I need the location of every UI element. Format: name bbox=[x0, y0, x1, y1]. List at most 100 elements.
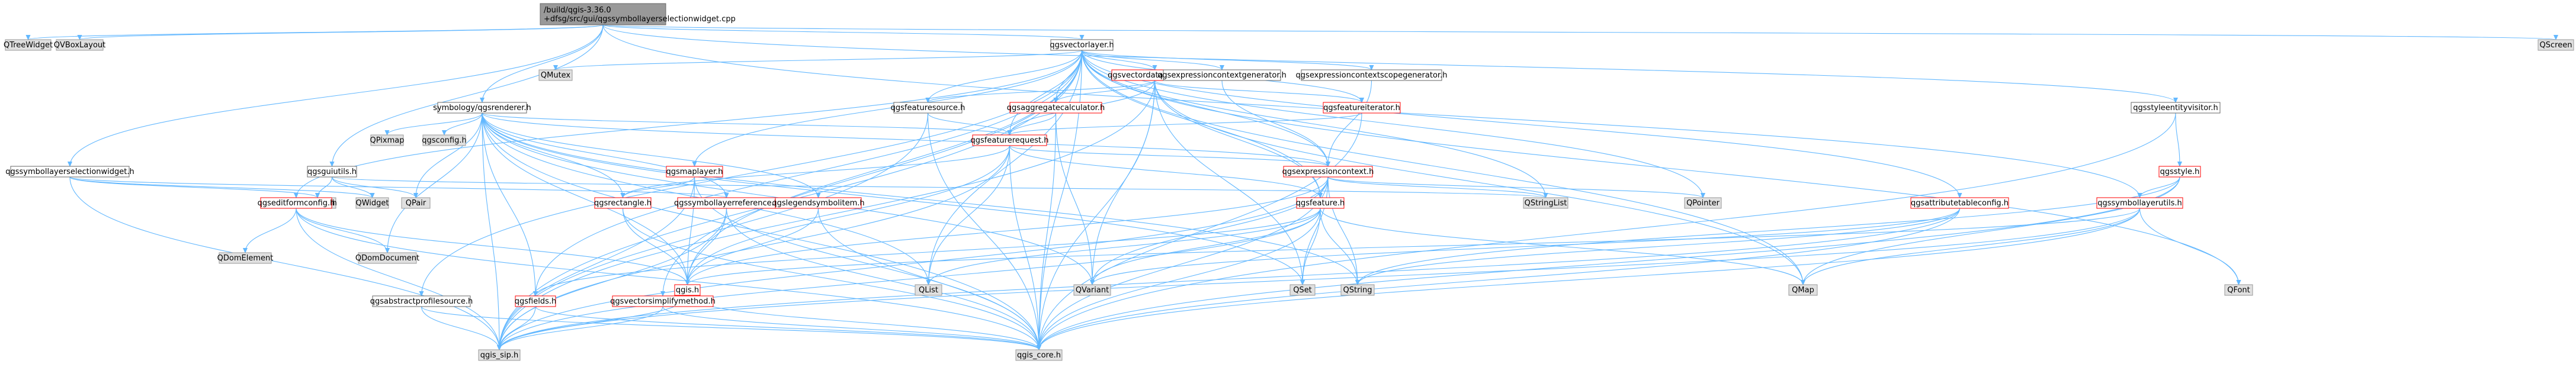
edge-qgsvectorlayer-to-qgsvectorsimplifymethod bbox=[663, 50, 1083, 296]
edge-qgsexpressioncontextgenerator-to-qgsexpressioncontext bbox=[1221, 80, 1328, 166]
node-qvariant: QVariant bbox=[1073, 284, 1111, 296]
edge-qgsabstractprofilesource-to-qgis_core bbox=[421, 306, 1040, 350]
node-qscreen: QScreen bbox=[2537, 39, 2574, 51]
edge-qgsexpressioncontextscopegenerator-to-qgsexpressioncontext bbox=[1328, 80, 1372, 166]
edge-qgssymbollayerutils-to-qgis_core bbox=[1039, 208, 2141, 350]
edge-root-to-symbology_qgsrenderer bbox=[482, 24, 604, 102]
node-box bbox=[674, 284, 701, 296]
node-label: qgsstyleentityvisitor.h bbox=[2133, 104, 2218, 112]
edge-qgsvectorlayer-to-qmutex bbox=[556, 50, 1083, 70]
edge-qgslegendsymbolitem-to-qgis_core bbox=[817, 208, 1040, 350]
edge-symbology_qgsrenderer-to-qgis_core bbox=[482, 112, 1039, 350]
edge-qgsvectordataprovider-to-qgsfeature bbox=[1154, 80, 1321, 198]
node-label: QString bbox=[1343, 286, 1372, 295]
node-label: QList bbox=[919, 286, 938, 295]
edge-symbology_qgsrenderer-to-qgsfeaturerequest bbox=[482, 112, 1010, 135]
node-qgis[interactable]: qgis.h bbox=[674, 284, 701, 296]
node-qgsabstractprofilesource[interactable]: qgsabstractprofilesource.h bbox=[370, 295, 473, 307]
node-box bbox=[538, 69, 573, 81]
nodes-layer: /build/qgis-3.36.0+dfsg/src/gui/qgssymbo… bbox=[4, 3, 2574, 361]
node-symbology_qgsrenderer[interactable]: symbology/qgsrenderer.h bbox=[433, 102, 531, 114]
edge-qgsattributetableconfig-to-qvariant bbox=[1092, 208, 1961, 285]
edge-qgsvectorsimplifymethod-to-qgis_sip bbox=[499, 306, 663, 350]
node-label: qgsmaplayer.h bbox=[666, 167, 723, 176]
node-qgssymbollayerselectionwidget[interactable]: qgssymbollayerselectionwidget.h bbox=[5, 166, 134, 178]
node-qgsexpressioncontext[interactable]: qgsexpressioncontext.h bbox=[1282, 166, 1374, 178]
edge-qgsattributetableconfig-to-qgis_sip bbox=[499, 208, 1961, 350]
node-qgsvectorsimplifymethod[interactable]: qgsvectorsimplifymethod.h bbox=[610, 295, 716, 307]
node-box bbox=[370, 134, 404, 146]
node-qset: QSet bbox=[1289, 284, 1316, 296]
node-label: qgsfeature.h bbox=[1296, 199, 1345, 208]
node-label: QVariant bbox=[1076, 286, 1109, 295]
node-qgsfeaturerequest[interactable]: qgsfeaturerequest.h bbox=[971, 134, 1049, 146]
node-box bbox=[307, 166, 357, 178]
node-qgsattributetableconfig[interactable]: qgsattributetableconfig.h bbox=[1910, 197, 2009, 209]
node-box bbox=[437, 102, 527, 114]
node-qgsvectorlayer[interactable]: qgsvectorlayer.h bbox=[1050, 39, 1114, 51]
edge-qgsaggregatecalculator-to-qgsfeaturerequest bbox=[1010, 112, 1057, 135]
edge-root-to-qtreewidget bbox=[28, 24, 604, 40]
edge-qgsfields-to-qgis_sip bbox=[499, 306, 536, 350]
node-box bbox=[219, 252, 272, 264]
node-qgsexpressioncontextscopegenerator[interactable]: qgsexpressioncontextscopegenerator.h bbox=[1296, 69, 1448, 81]
edge-qgsvectorlayer-to-qgsabstractprofilesource bbox=[422, 50, 1083, 296]
node-label: QPixmap bbox=[370, 136, 405, 145]
node-qgsstyleentityvisitor[interactable]: qgsstyleentityvisitor.h bbox=[2131, 102, 2221, 114]
node-qgsfeaturesource[interactable]: qgsfeaturesource.h bbox=[891, 102, 965, 114]
node-qgsfeature[interactable]: qgsfeature.h bbox=[1296, 197, 1345, 209]
node-label: QPointer bbox=[1686, 199, 1720, 208]
edge-qgsfeatureiterator-to-qgis_core bbox=[1039, 112, 1362, 350]
node-label: QMap bbox=[1792, 286, 1814, 295]
node-qstringlist: QStringList bbox=[1523, 197, 1568, 209]
edge-qgsstyle-to-qgssymbollayerutils bbox=[2140, 176, 2180, 198]
node-qmutex: QMutex bbox=[538, 69, 573, 81]
node-qgsexpressioncontextgenerator[interactable]: qgsexpressioncontextgenerator.h bbox=[1157, 69, 1287, 81]
node-qgsrectangle[interactable]: qgsrectangle.h bbox=[594, 197, 652, 209]
node-qgsguiutils[interactable]: qgsguiutils.h bbox=[307, 166, 357, 178]
node-qgslegendsymbolitem[interactable]: qgslegendsymbolitem.h bbox=[772, 197, 865, 209]
node-label: symbology/qgsrenderer.h bbox=[433, 104, 531, 112]
node-label: qgssymbollayerreference.h bbox=[674, 199, 779, 208]
root-file-label-line: /build/qgis-3.36.0 bbox=[544, 6, 611, 15]
node-box bbox=[893, 102, 963, 114]
edge-symbology_qgsrenderer-to-qgsexpressioncontext bbox=[482, 112, 1328, 166]
edge-qgsfeature-to-qmap bbox=[1320, 208, 1803, 285]
node-box bbox=[1788, 284, 1818, 296]
node-label: qgis_sip.h bbox=[480, 351, 518, 360]
edge-qgsabstractprofilesource-to-qgis_sip bbox=[421, 306, 500, 350]
node-qgsstyle[interactable]: qgsstyle.h bbox=[2158, 166, 2201, 178]
edge-qgsvectordataprovider-to-qset bbox=[1154, 80, 1303, 285]
edge-qgsstyleentityvisitor-to-qgsstyle bbox=[2175, 112, 2180, 166]
edge-symbology_qgsrenderer-to-qgslegendsymbolitem bbox=[482, 112, 819, 198]
node-box bbox=[1073, 284, 1111, 296]
node-box bbox=[594, 197, 652, 209]
node-label: QPair bbox=[406, 199, 426, 208]
node-box bbox=[260, 197, 332, 209]
node-box bbox=[1323, 102, 1401, 114]
node-label: QWidget bbox=[355, 199, 389, 208]
node-qgsfields[interactable]: qgsfields.h bbox=[515, 295, 556, 307]
node-qgsfeatureiterator[interactable]: qgsfeatureiterator.h bbox=[1323, 102, 1401, 114]
node-box bbox=[915, 284, 942, 296]
edge-root-to-qgsstyleentityvisitor bbox=[602, 24, 2176, 102]
node-box bbox=[1296, 197, 1345, 209]
edge-root-to-qgssymbollayerselectionwidget bbox=[70, 24, 604, 166]
node-qgsmaplayer[interactable]: qgsmaplayer.h bbox=[666, 166, 723, 178]
node-qgssymbollayerreference[interactable]: qgssymbollayerreference.h bbox=[674, 197, 779, 209]
node-qgsaggregatecalculator[interactable]: qgsaggregatecalculator.h bbox=[1007, 102, 1105, 114]
edge-root-to-qgsvectorlayer bbox=[602, 24, 1082, 40]
node-box bbox=[515, 295, 556, 307]
node-box bbox=[2158, 166, 2201, 178]
node-label: qgsattributetableconfig.h bbox=[1911, 199, 2009, 208]
node-qmap: QMap bbox=[1788, 284, 1818, 296]
node-label: QScreen bbox=[2540, 41, 2572, 50]
edge-qgssymbollayerutils-to-qgis_sip bbox=[499, 208, 2141, 350]
edge-qgsfeature-to-qgsfields bbox=[535, 208, 1321, 296]
edge-qgsvectorlayer-to-qgsfields bbox=[535, 50, 1083, 296]
edge-qgsvectorlayer-to-qgsvectordataprovider bbox=[1081, 50, 1155, 70]
node-qgsconfig: qgsconfig.h bbox=[422, 134, 467, 146]
node-qgseditformconfig[interactable]: qgseditformconfig.h bbox=[258, 197, 335, 209]
node-qgssymbollayerutils[interactable]: qgssymbollayerutils.h bbox=[2096, 197, 2183, 209]
